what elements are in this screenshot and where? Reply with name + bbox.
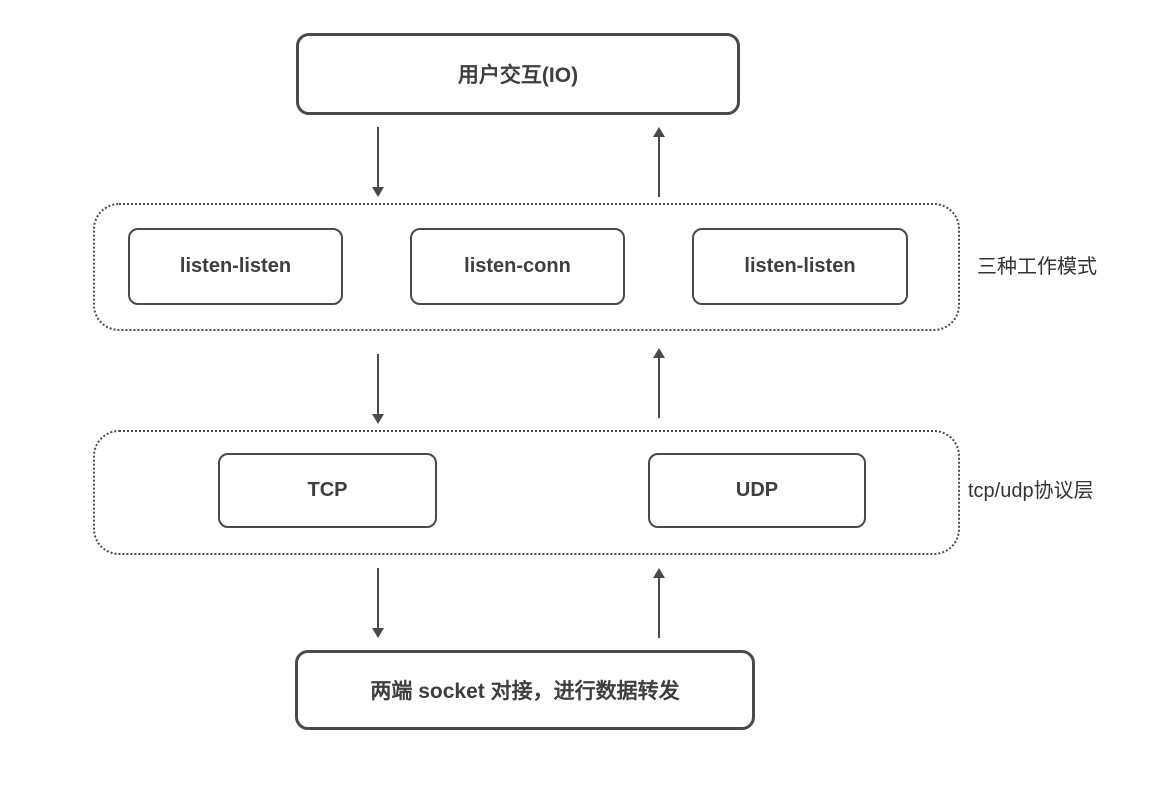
arrow-up-protocol-to-modes — [652, 348, 666, 418]
tcp-box: TCP — [218, 453, 437, 528]
tcp-label: TCP — [307, 479, 348, 501]
mode-box-listen-conn: listen-conn — [410, 228, 625, 305]
modes-side-label: 三种工作模式 — [977, 256, 1097, 278]
udp-label: UDP — [735, 479, 779, 501]
protocol-side-label: tcp/udp协议层 — [968, 480, 1094, 502]
mode-box-listen-listen-1: listen-listen — [128, 228, 343, 305]
mode-label: listen-listen — [179, 255, 292, 277]
arrow-down-modes-to-protocol — [371, 354, 385, 424]
udp-box: UDP — [648, 453, 866, 528]
arrow-head — [372, 414, 384, 424]
arrow-down-io-to-modes — [371, 127, 385, 197]
mode-box-listen-listen-2: listen-listen — [692, 228, 908, 305]
arrow-head — [653, 568, 665, 578]
mode-label: listen-listen — [744, 255, 856, 277]
arrow-head — [653, 127, 665, 137]
arrow-up-modes-to-io — [652, 127, 666, 197]
socket-forward-label: 两端 socket 对接，进行数据转发 — [370, 680, 680, 703]
arrow-head — [372, 187, 384, 197]
mode-label: listen-conn — [464, 255, 571, 277]
arrow-shaft — [658, 356, 660, 418]
modes-group-container — [93, 203, 960, 331]
arrow-shaft — [377, 127, 379, 189]
arrow-shaft — [658, 576, 660, 638]
user-io-box: 用户交互(IO) — [296, 33, 740, 115]
arrow-up-socket-to-protocol — [652, 568, 666, 638]
user-io-label: 用户交互(IO) — [457, 64, 579, 87]
socket-forward-box: 两端 socket 对接，进行数据转发 — [295, 650, 755, 730]
arrow-shaft — [658, 135, 660, 197]
arrow-shaft — [377, 354, 379, 416]
arrow-down-protocol-to-socket — [371, 568, 385, 638]
arrow-head — [372, 628, 384, 638]
arrow-shaft — [377, 568, 379, 630]
arrow-head — [653, 348, 665, 358]
protocol-group-container — [93, 430, 960, 555]
